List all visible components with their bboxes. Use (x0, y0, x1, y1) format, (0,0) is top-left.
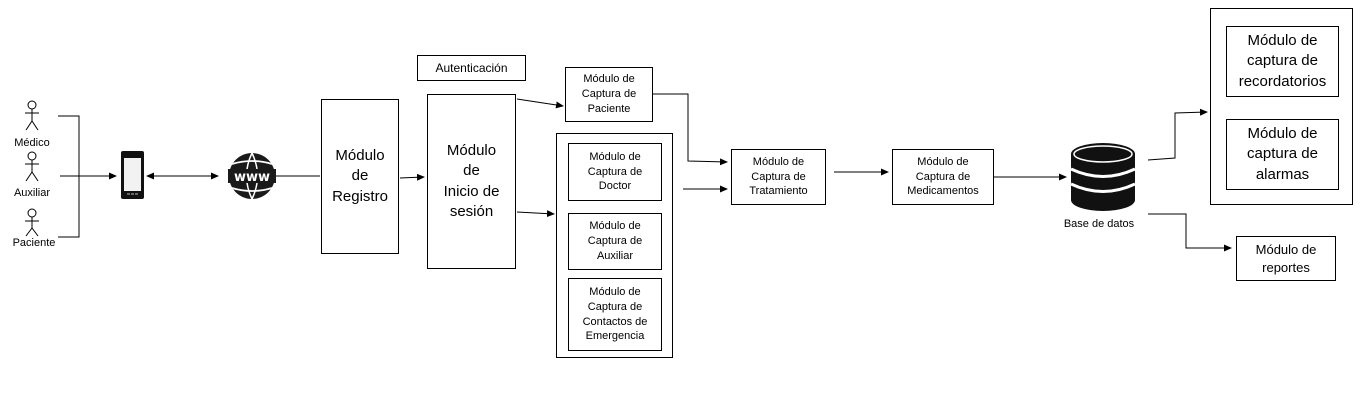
captura-tratamiento-box: Módulo de Captura de Tratamiento (731, 149, 826, 205)
modulo-inicio-sesion-label: Módulo de Inicio de sesión (443, 142, 500, 220)
captura-recordatorios-label: Módulo de captura de recordatorios (1238, 32, 1327, 90)
actor-auxiliar-label: Auxiliar (13, 187, 51, 199)
captura-alarmas-box: Módulo de captura de alarmas (1226, 119, 1339, 190)
captura-doctor-box: Módulo de Captura de Doctor (568, 143, 662, 201)
actor-paciente-label: Paciente (12, 237, 56, 249)
captura-medicamentos-box: Módulo de Captura de Medicamentos (892, 149, 994, 205)
autenticacion-box: Autenticación (417, 55, 526, 81)
www-globe-icon: www (228, 152, 276, 200)
arrow-db-to-reminders-group (1147, 108, 1208, 161)
captura-alarmas-label: Módulo de captura de alarmas (1247, 125, 1318, 183)
modulo-registro-box: Módulo de Registro (321, 99, 399, 254)
arrow-registro-to-inicio (399, 173, 425, 181)
captura-contactos-label: Módulo de Captura de Contactos de Emerge… (582, 285, 648, 343)
captura-doctor-label: Módulo de Captura de Doctor (587, 150, 643, 193)
modulo-reportes-label: Módulo de reportes (1255, 241, 1317, 275)
captura-auxiliar-label: Módulo de Captura de Auxiliar (587, 220, 643, 262)
actor-paciente-figure (25, 208, 39, 237)
autenticacion-label: Autenticación (435, 60, 508, 75)
captura-paciente-label: Módulo de Captura de Paciente (581, 73, 637, 115)
arrow-db-to-reportes (1148, 213, 1232, 252)
captura-paciente-box: Módulo de Captura de Paciente (565, 67, 653, 122)
captura-recordatorios-box: Módulo de captura de recordatorios (1226, 26, 1339, 97)
actor-auxiliar-figure (25, 151, 39, 182)
arrow-paciente-to-tratamiento (653, 93, 728, 166)
captura-contactos-box: Módulo de Captura de Contactos de Emerge… (568, 278, 662, 351)
modulo-inicio-sesion-box: Módulo de Inicio de sesión (427, 94, 516, 269)
captura-medicamentos-label: Módulo de Captura de Medicamentos (907, 155, 979, 198)
modulo-registro-label: Módulo de Registro (332, 147, 388, 205)
smartphone-icon (121, 151, 144, 199)
svg-text:www: www (234, 170, 270, 185)
arrow-inicio-to-paciente (516, 98, 564, 109)
database-label: Base de datos (1063, 218, 1135, 230)
modulo-reportes-box: Módulo de reportes (1236, 236, 1336, 281)
actor-medico-label: Médico (14, 137, 50, 149)
actor-medico-figure (25, 100, 39, 131)
arrow-inicio-to-group (516, 210, 555, 218)
captura-tratamiento-label: Módulo de Captura de Tratamiento (749, 155, 808, 198)
captura-auxiliar-box: Módulo de Captura de Auxiliar (568, 213, 662, 270)
database-icon (1070, 143, 1136, 211)
